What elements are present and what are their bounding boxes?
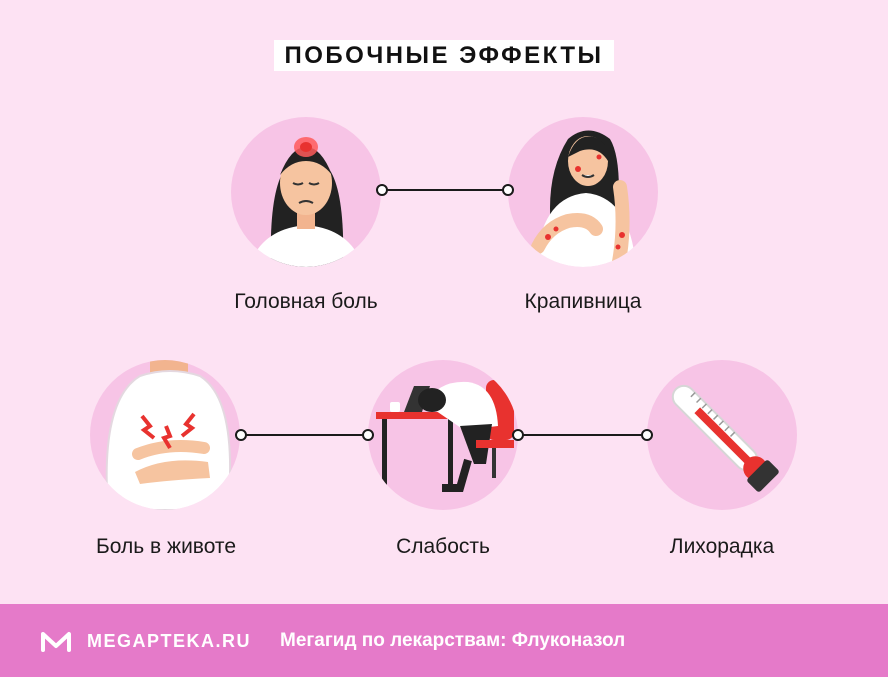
effect-label: Лихорадка <box>669 535 775 558</box>
footer-caption: Мегагид по лекарствам: Флуконазол <box>280 630 626 651</box>
connector-line <box>376 184 514 196</box>
connector-dot <box>362 429 374 441</box>
brand-name[interactable]: MEGAPTEKA.RU <box>87 631 252 651</box>
footer-bar: MEGAPTEKA.RU Мегагид по лекарствам: Флук… <box>0 604 888 677</box>
connector-dot <box>512 429 524 441</box>
connector-line <box>235 429 374 441</box>
hives-woman-icon <box>508 117 658 267</box>
effect-label: Слабость <box>396 535 490 558</box>
weakness-desk-icon <box>368 360 518 510</box>
headache-woman-icon <box>231 117 381 267</box>
thermometer-icon <box>647 360 797 510</box>
connector-dot <box>641 429 653 441</box>
effect-label: Боль в животе <box>96 535 236 558</box>
megapteka-logo-icon <box>41 632 71 652</box>
effect-label: Головная боль <box>234 290 378 313</box>
connector-dot <box>502 184 514 196</box>
connector-line <box>512 429 653 441</box>
connector-dot <box>376 184 388 196</box>
page-title: ПОБОЧНЫЕ ЭФФЕКТЫ <box>0 40 888 71</box>
stomach-pain-icon <box>90 360 240 510</box>
connector-dot <box>235 429 247 441</box>
effect-label: Крапивница <box>524 290 642 313</box>
